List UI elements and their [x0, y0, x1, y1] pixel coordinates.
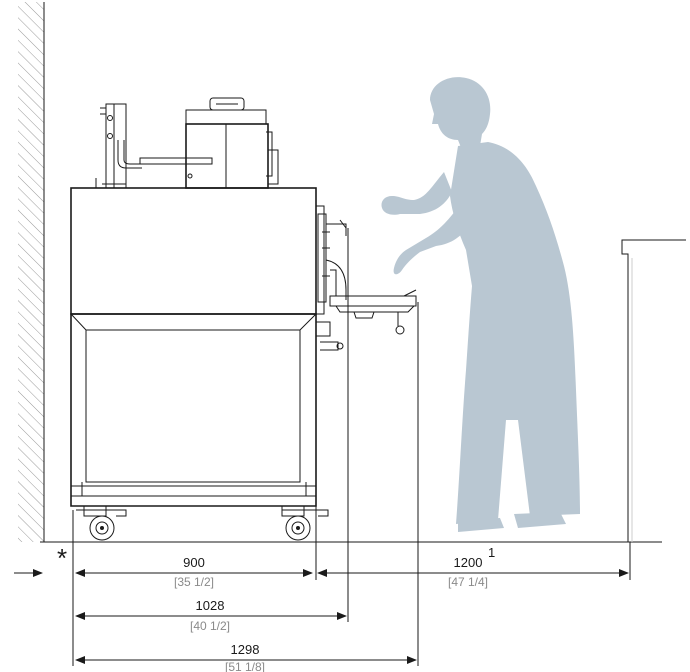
dimension-1200-footnote: 1 [488, 545, 495, 560]
dimension-1200-imperial: [47 1/4] [448, 575, 488, 589]
dimension-1028-imperial: [40 1/2] [190, 619, 230, 633]
dimension-1028-value: 1028 [196, 598, 225, 613]
clearance-asterisk: * [57, 543, 67, 573]
top-tray [139, 157, 213, 165]
extension-lines [72, 228, 631, 666]
dimension-900-imperial: [35 1/2] [174, 575, 214, 589]
wall [18, 2, 45, 542]
dimension-1028: 1028 [40 1/2] [75, 598, 347, 633]
left-arm [95, 103, 142, 189]
dimension-1200: 1200 1 [47 1/4] [317, 545, 629, 589]
machine [70, 97, 417, 541]
dimension-900-value: 900 [183, 555, 205, 570]
right-caster [281, 505, 329, 541]
front-tray [329, 289, 417, 335]
front-mechanism [316, 205, 347, 351]
dimension-1298-value: 1298 [231, 642, 260, 657]
left-caster [76, 505, 127, 541]
dimension-1200-value: 1200 [454, 555, 483, 570]
counter [621, 239, 686, 542]
top-kettle [185, 97, 279, 189]
dimension-1298: 1298 [51 1/8] [75, 642, 417, 672]
dimension-900: 900 [35 1/2] [75, 555, 313, 589]
dimension-1298-imperial: [51 1/8] [225, 660, 265, 672]
wall-clearance: * [14, 543, 67, 577]
operator-silhouette [381, 77, 580, 532]
